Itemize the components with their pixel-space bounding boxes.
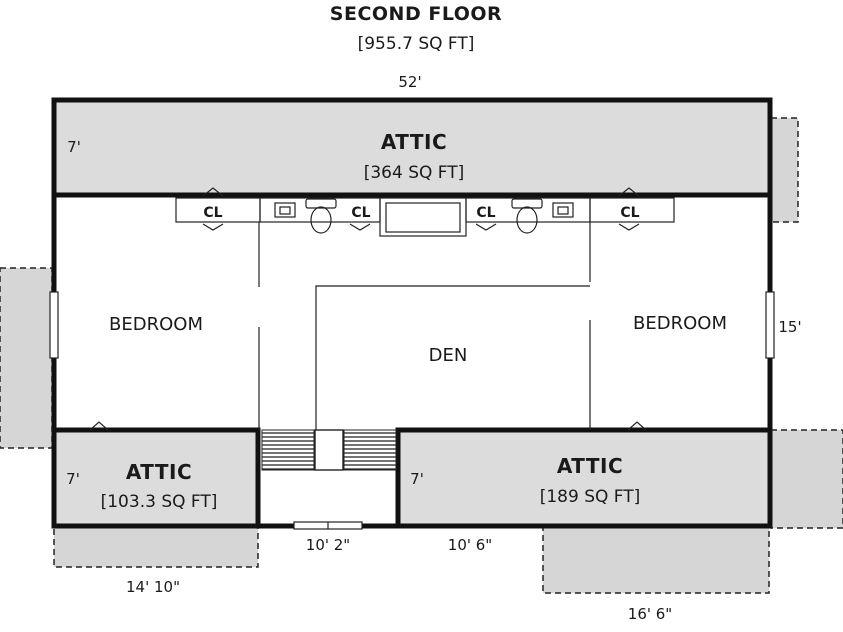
toilet-left-icon <box>310 206 332 234</box>
right-depth-dimension: 15' <box>778 318 801 336</box>
attic-left-fill <box>54 430 258 526</box>
closet-label: CL <box>476 205 495 221</box>
bottom-left-dimension: 14' 10" <box>126 578 180 596</box>
bottom-center-b-dimension: 10' 6" <box>448 536 492 554</box>
attic-access-left-icon <box>202 187 224 197</box>
bedroom-right-label: BEDROOM <box>633 313 727 334</box>
attic-left-height-dimension: 7' <box>66 470 80 488</box>
floor-title: SECOND FLOOR <box>330 3 502 25</box>
attic-left-area: [103.3 SQ FT] <box>101 492 218 512</box>
den-label: DEN <box>429 345 468 366</box>
right-lower-exterior-area <box>770 429 843 529</box>
floor-area: [955.7 SQ FT] <box>358 34 475 54</box>
attic-top-fill <box>54 100 770 195</box>
attic-left-access-icon <box>89 421 109 431</box>
stair-treads <box>262 432 396 470</box>
bottom-right-exterior-area <box>542 526 770 594</box>
attic-top-area: [364 SQ FT] <box>364 163 465 183</box>
left-exterior-area <box>0 267 53 449</box>
sink-right-icon <box>552 202 574 218</box>
top-width-dimension: 52' <box>398 73 421 91</box>
bath-tub <box>379 197 467 237</box>
closet-door-icon <box>349 223 371 231</box>
den-outline <box>315 285 590 430</box>
closet-label: CL <box>620 205 639 221</box>
sink-left-icon <box>274 202 296 218</box>
bottom-center-a-dimension: 10' 2" <box>306 536 350 554</box>
left-window <box>49 291 59 359</box>
toilet-left-tank <box>305 198 337 209</box>
right-window <box>765 291 775 359</box>
right-upper-exterior-area <box>770 117 799 223</box>
toilet-right-icon <box>516 206 538 234</box>
sink-right-basin <box>557 206 569 215</box>
closet-right <box>589 197 675 223</box>
closet-door-icon-2 <box>475 223 497 231</box>
attic-right-area: [189 SQ FT] <box>540 487 641 507</box>
bath-tub-inner <box>385 202 461 233</box>
attic-right-access-icon <box>627 421 647 431</box>
closet-label: CL <box>351 205 370 221</box>
attic-right-label: ATTIC <box>557 454 623 478</box>
attic-top-height-dimension: 7' <box>67 138 81 156</box>
toilet-right-tank <box>511 198 543 209</box>
attic-left-wall <box>54 427 261 526</box>
bedroom-left-label: BEDROOM <box>109 314 203 335</box>
bottom-left-exterior-area <box>53 526 259 568</box>
stairs <box>261 429 397 471</box>
attic-access-right-icon <box>618 187 640 197</box>
sink-left-basin <box>279 206 291 215</box>
attic-top-label: ATTIC <box>381 130 447 154</box>
attic-left-label: ATTIC <box>126 460 192 484</box>
attic-right-fill <box>398 430 770 526</box>
closet-label: CL <box>203 205 222 221</box>
attic-right-height-dimension: 7' <box>410 470 424 488</box>
bottom-right-dimension: 16' 6" <box>628 605 672 623</box>
